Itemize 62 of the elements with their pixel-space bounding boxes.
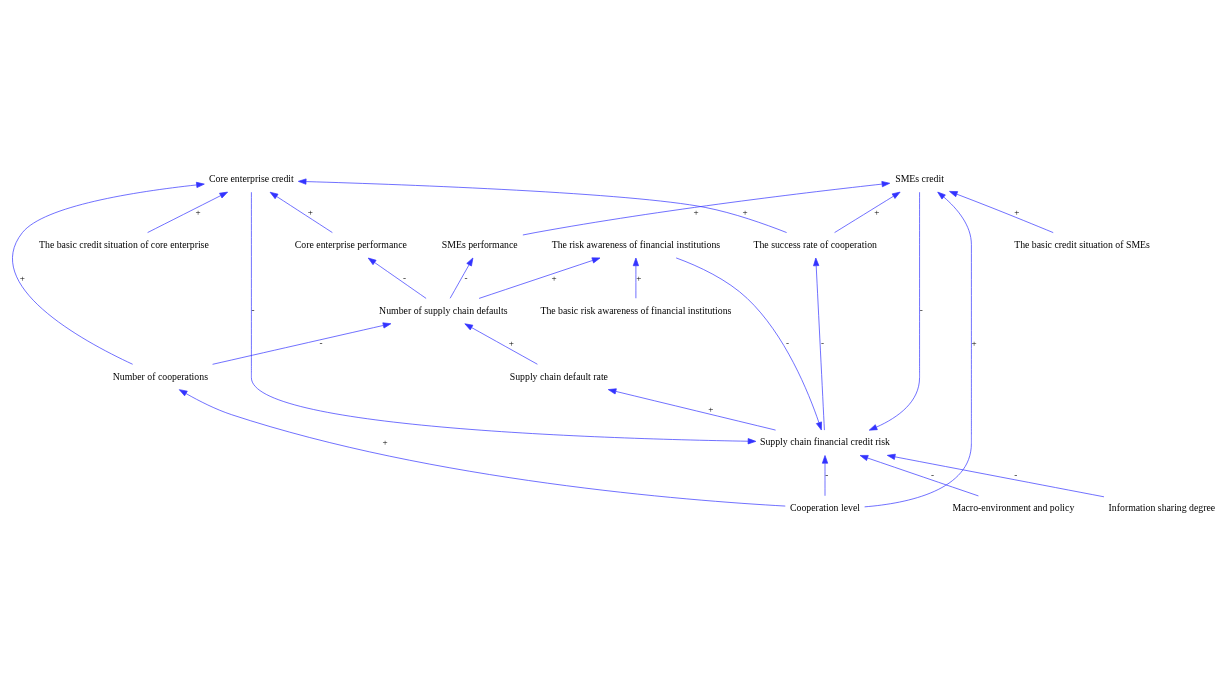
arrow	[269, 191, 333, 233]
arrow	[464, 322, 538, 365]
node-text: Macro-environment and policy	[952, 501, 1075, 513]
arrow	[178, 388, 786, 506]
node-text: Core enterprise performance	[294, 238, 407, 250]
arrow	[813, 257, 825, 430]
edge-label: +	[693, 206, 699, 217]
node-text: Number of supply chain defaults	[379, 304, 508, 316]
arrow	[522, 180, 891, 235]
edge-label: -	[919, 304, 923, 315]
arrow	[675, 257, 822, 430]
edge-label: +	[19, 272, 25, 283]
edge-label: -	[825, 469, 829, 480]
edge-label: +	[874, 206, 880, 217]
edge-label: -	[931, 469, 935, 480]
arrow	[834, 191, 901, 233]
edge-label: -	[1014, 469, 1018, 480]
arrow	[864, 191, 972, 507]
node-text: Core enterprise credit	[208, 172, 294, 184]
arrow	[859, 454, 979, 496]
arrow	[212, 321, 392, 365]
node-text: The basic credit situation of core enterprise	[39, 238, 209, 250]
edge-label: +	[971, 337, 977, 348]
edge-label: +	[636, 272, 642, 283]
node-text: The risk awareness of financial institutions	[551, 238, 721, 250]
edge-label: +	[551, 272, 557, 283]
node-text: Information sharing degree	[1108, 501, 1216, 513]
edge-label: +	[742, 206, 748, 217]
edge-label: -	[821, 337, 825, 348]
edge-label: -	[251, 304, 255, 315]
edge-label: +	[508, 337, 514, 348]
edge-label: +	[195, 206, 201, 217]
arrow	[478, 257, 601, 299]
node-text: Supply chain financial credit risk	[759, 435, 891, 447]
edge-label: +	[708, 403, 714, 414]
node-text: The basic risk awareness of financial institutions	[540, 304, 732, 316]
edge-label: +	[1014, 206, 1020, 217]
arrow	[12, 181, 205, 365]
node-text: SMEs performance	[441, 238, 518, 250]
arrow	[632, 257, 639, 299]
edge-label: -	[319, 337, 323, 348]
node-text: Supply chain default rate	[509, 370, 608, 382]
arrow	[251, 191, 757, 444]
edge-label: -	[786, 337, 790, 348]
arrow	[367, 257, 427, 299]
arrow	[298, 178, 787, 233]
node-text: SMEs credit	[895, 172, 944, 184]
node-text: Cooperation level	[790, 501, 860, 513]
arrow	[147, 191, 228, 233]
arrow	[607, 387, 776, 430]
edge-label: +	[382, 436, 388, 447]
node-text: The basic credit situation of SMEs	[1014, 238, 1150, 250]
edge-label: -	[464, 272, 468, 283]
node-text: Number of cooperations	[112, 370, 208, 382]
arrow	[821, 454, 829, 496]
edge-label: -	[402, 272, 406, 283]
edge-label: +	[307, 206, 313, 217]
arrow	[868, 191, 920, 430]
arrow	[949, 190, 1054, 233]
arrow	[449, 257, 474, 299]
arrow	[886, 453, 1105, 497]
node-text: The success rate of cooperation	[753, 238, 877, 250]
